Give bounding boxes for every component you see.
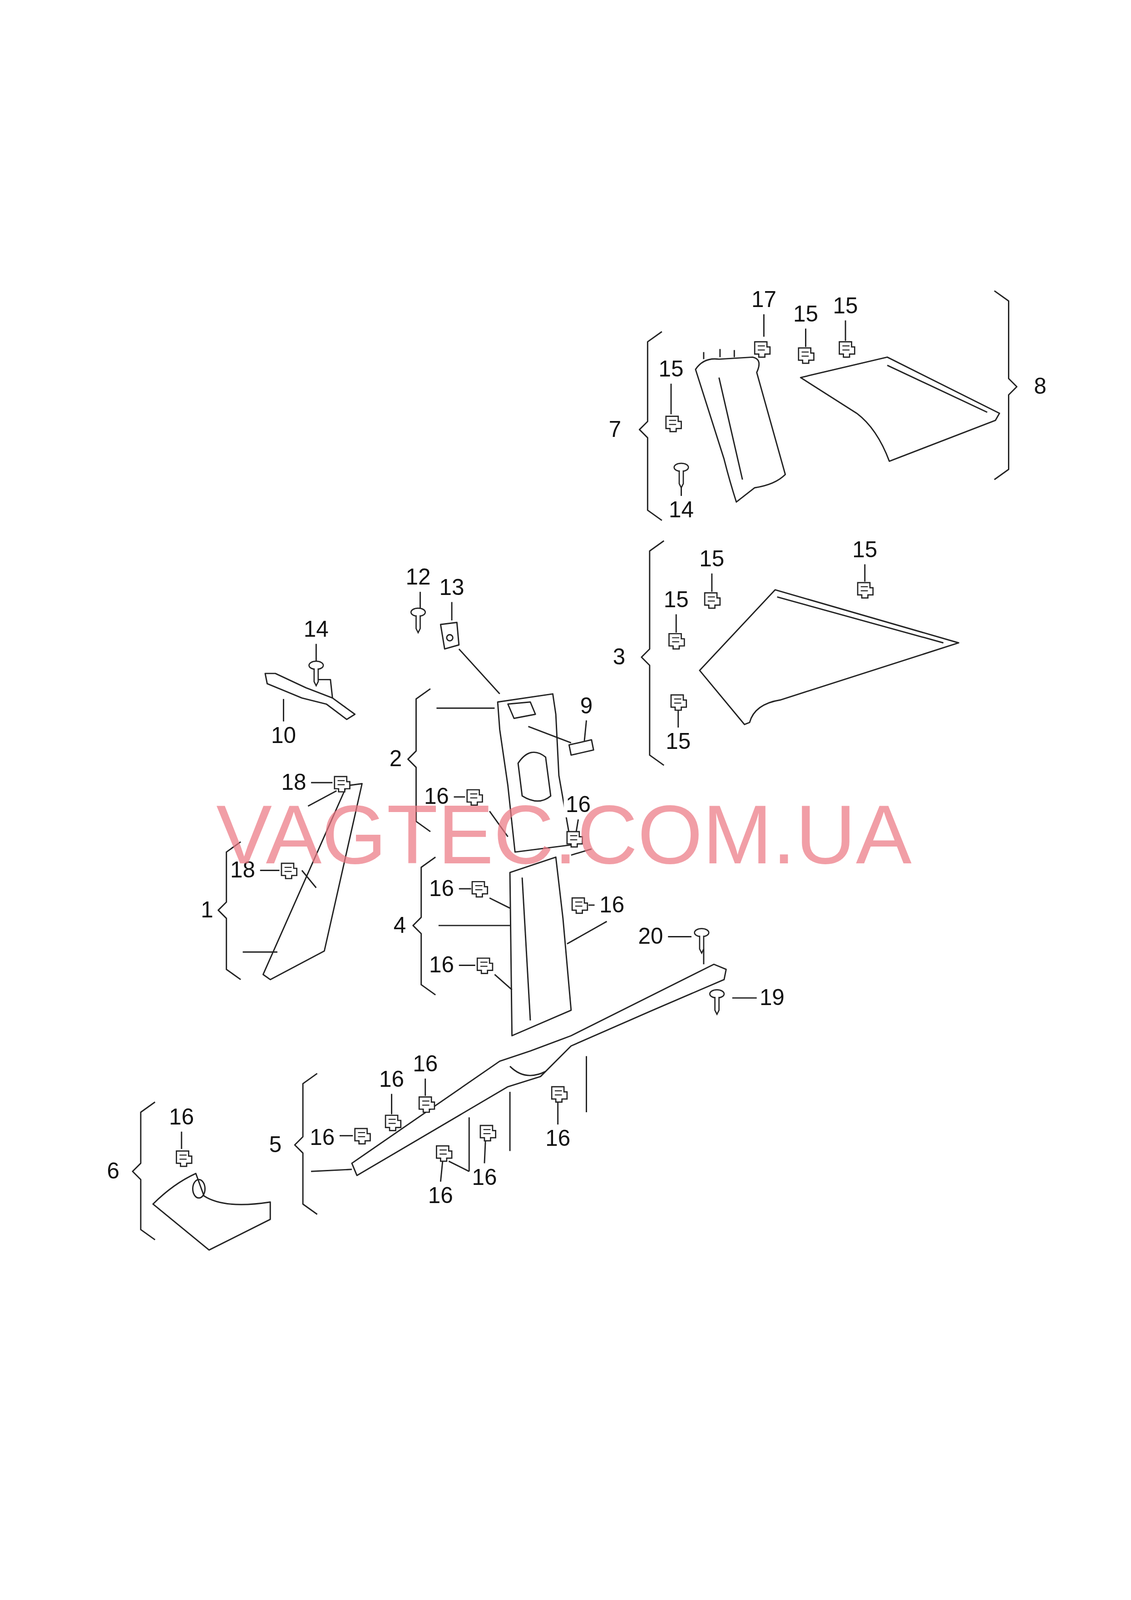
- callout-number: 9: [577, 693, 595, 719]
- callout-number: 20: [636, 924, 666, 949]
- callout-number: 14: [301, 617, 331, 642]
- callout-number: 3: [610, 644, 628, 670]
- callout-number: 16: [167, 1104, 197, 1130]
- callout-number: 15: [830, 293, 860, 319]
- callout-number: 16: [307, 1125, 337, 1150]
- callout-number: 16: [427, 953, 457, 978]
- callout-number: 16: [377, 1066, 407, 1092]
- callout-number: 15: [656, 356, 686, 382]
- callout-number: 1: [198, 897, 216, 923]
- callout-number: 2: [387, 746, 405, 772]
- callout-number: 4: [391, 913, 409, 938]
- callout-number: 15: [850, 537, 880, 563]
- callout-number: 16: [410, 1051, 440, 1077]
- callout-number: 15: [697, 546, 727, 572]
- callout-number: 12: [403, 565, 433, 590]
- callout-number: 7: [606, 417, 624, 442]
- callout-number: 15: [661, 587, 691, 613]
- callout-number: 18: [279, 770, 309, 795]
- callout-number: 16: [597, 892, 627, 918]
- callout-number: 6: [104, 1158, 122, 1184]
- callout-number: 13: [437, 575, 467, 600]
- callout-number: 16: [469, 1165, 499, 1190]
- callout-number: 19: [757, 985, 787, 1010]
- callout-number: 16: [543, 1126, 573, 1151]
- callout-number: 16: [427, 876, 457, 901]
- callout-number: 16: [425, 1183, 455, 1208]
- callout-number: 14: [666, 497, 696, 523]
- callout-number: 5: [266, 1132, 284, 1157]
- callout-number: 15: [663, 729, 693, 754]
- callout-number: 8: [1032, 374, 1049, 400]
- watermark: VAGTEC.COM.UA: [216, 792, 912, 877]
- callout-number: 10: [268, 723, 298, 748]
- callout-number: 15: [791, 301, 821, 327]
- callout-number: 17: [749, 287, 779, 313]
